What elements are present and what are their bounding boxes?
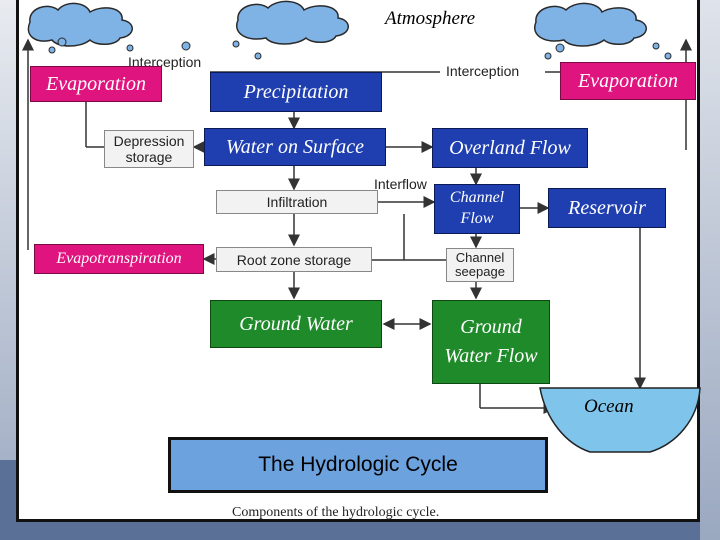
reservoir-box: Reservoir [548,188,666,228]
ground-water-box: Ground Water [210,300,382,348]
depression-storage-box: Depression storage [104,130,194,168]
channel-seepage-box: Channel seepage [446,248,514,282]
figure-caption: Components of the hydrologic cycle. [232,505,440,520]
infiltration-box: Infiltration [216,190,378,214]
evapotranspiration-box: Evapotranspiration [34,244,204,274]
root-zone-storage-box: Root zone storage [216,247,372,272]
evaporation-right-box: Evaporation [560,62,696,100]
water-on-surface-box: Water on Surface [204,128,386,166]
channel-flow-box: Channel Flow [434,184,520,234]
ocean-icon [539,387,701,453]
right-decor-strip [700,0,720,540]
precipitation-box: Precipitation [210,72,382,112]
cloud-right-icon [533,2,647,47]
ground-water-flow-box: Ground Water Flow [432,300,550,384]
raindrop-icons [48,37,672,60]
atmosphere-label: Atmosphere [385,8,476,29]
overland-flow-box: Overland Flow [432,128,588,168]
left-decor-strip [0,0,16,540]
cloud-left-icon [27,2,133,47]
evaporation-left-box: Evaporation [30,66,162,102]
diagram-title: The Hydrologic Cycle [168,437,548,493]
interception-right-label: Interception [446,63,520,79]
interflow-label: Interflow [374,176,427,192]
cloud-center-icon [235,0,349,45]
ocean-label: Ocean [584,396,634,417]
